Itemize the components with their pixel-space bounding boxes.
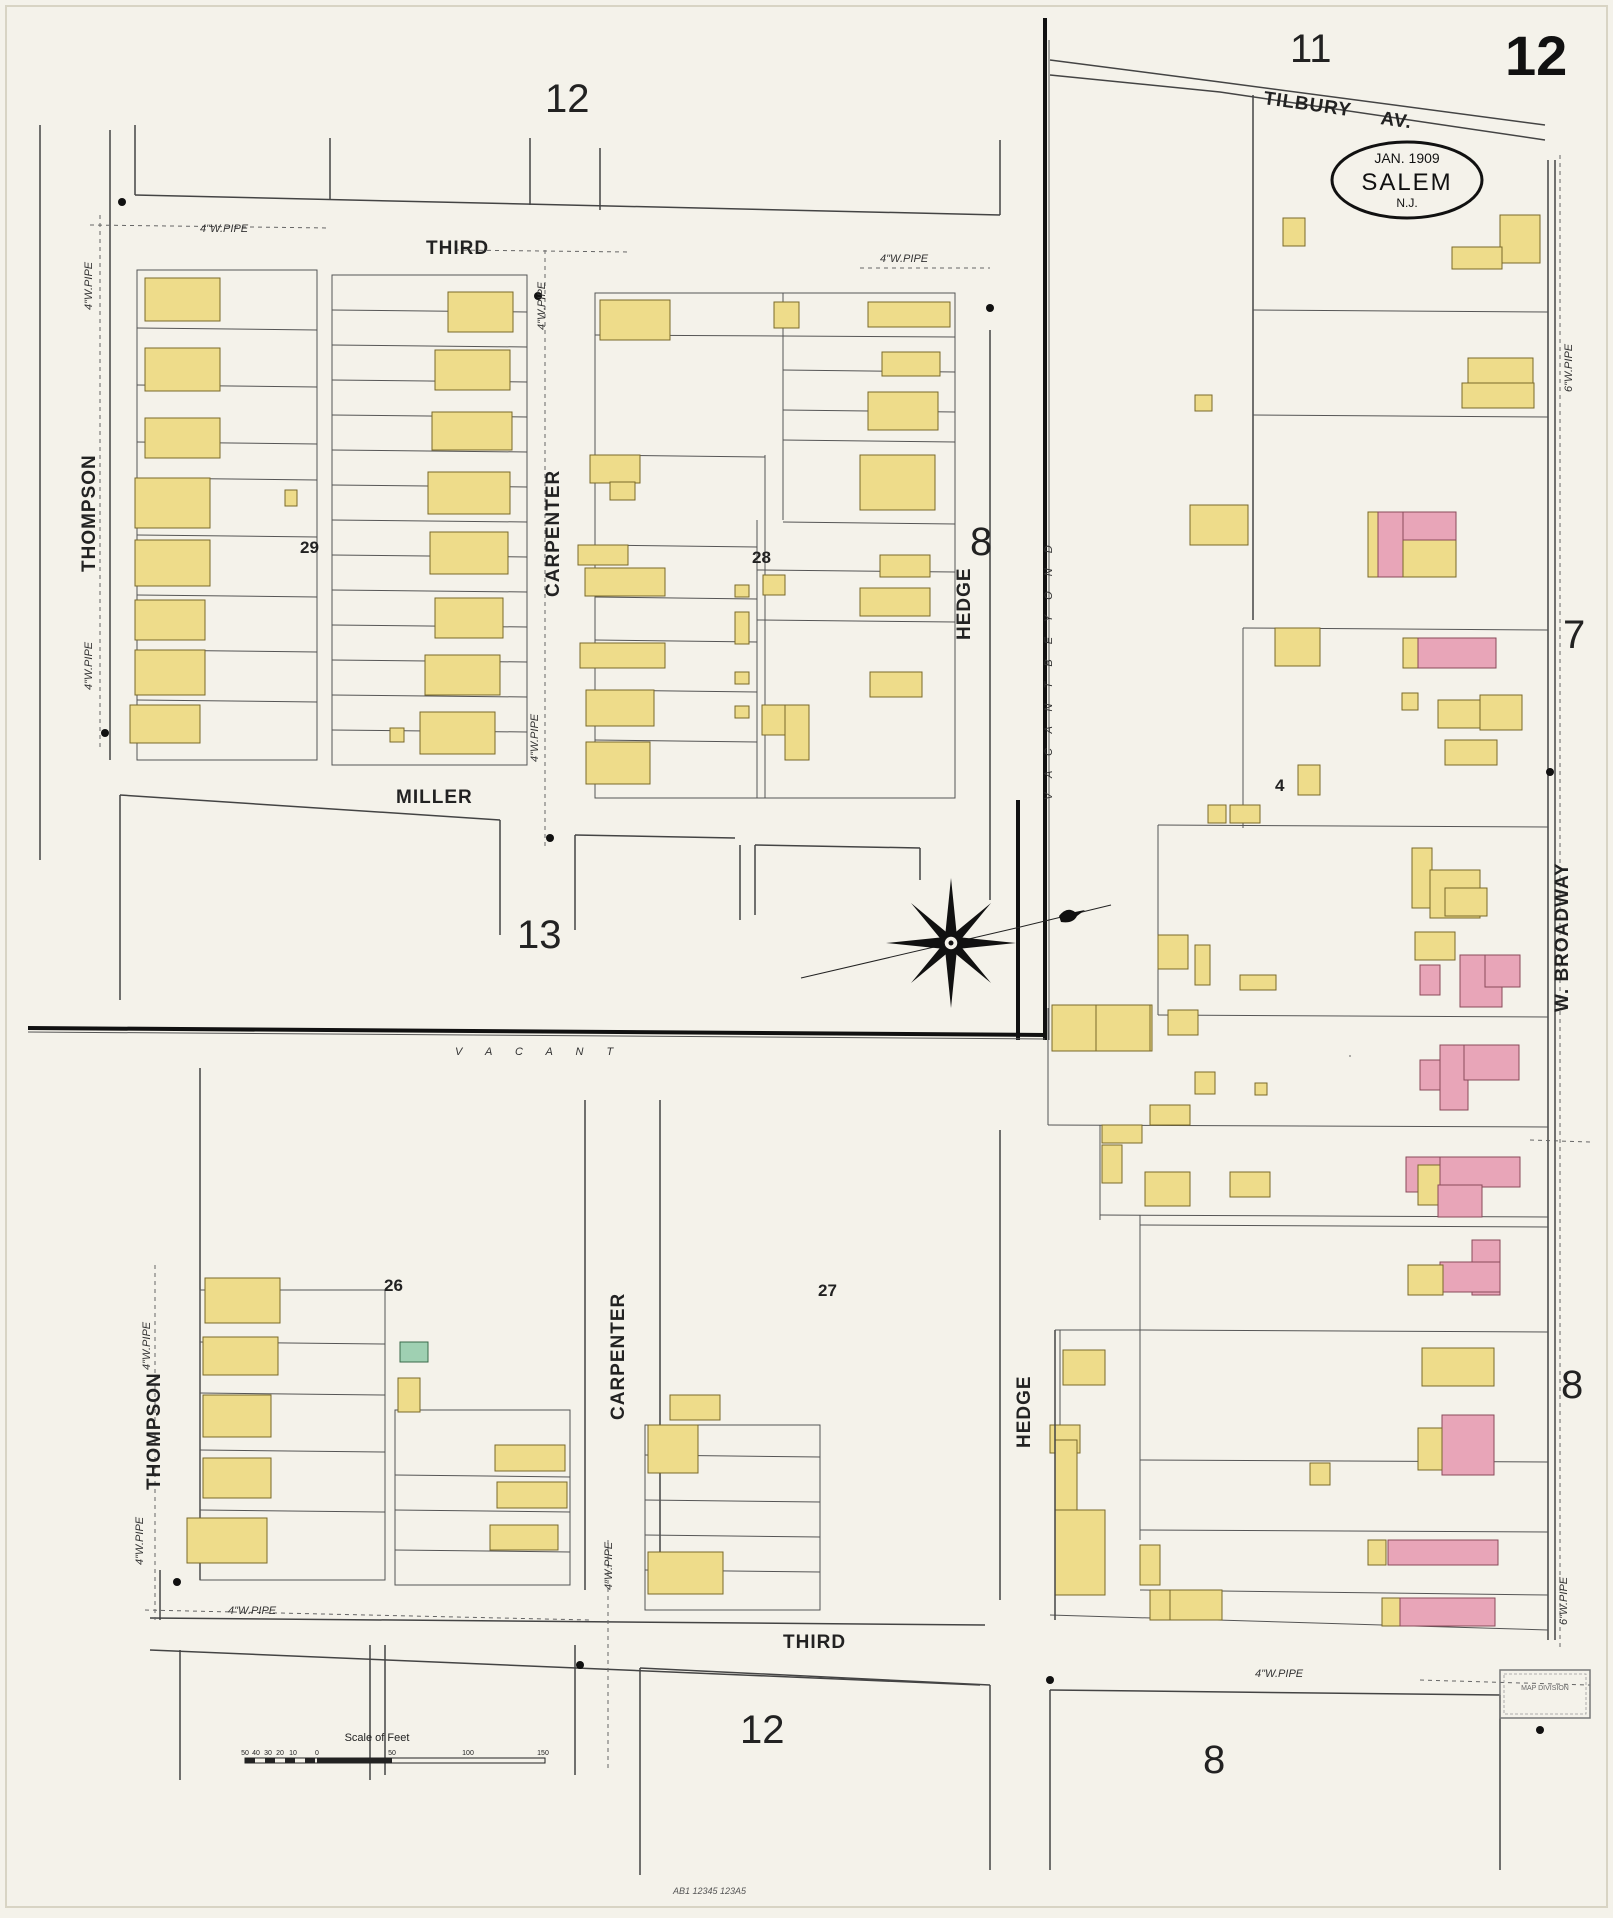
pipe-label-broadway-top: 6"W.PIPE [1563,343,1575,392]
scale-tick-label: 100 [462,1750,474,1757]
pipe-label-thompson-corner: 4"W.PIPE [134,1516,146,1565]
vacant-label-vertical: V A C A N T B E Y O N D [1043,539,1055,800]
vacant-label-horizontal: V A C A N T [455,1046,623,1058]
street-third-top: THIRD [426,238,489,259]
block-28-buildings [577,299,951,785]
lower-lots [149,1068,1501,1875]
block-number-29: 29 [300,538,319,557]
compass-rose-icon [800,878,1112,1008]
scale-tick-label: 150 [537,1750,549,1757]
stamp-text: MAP DIVISION [1521,1685,1569,1692]
street-tilbury: TILBURY [1262,88,1353,121]
footer-index: AB1 12345 123A5 [672,1886,747,1896]
legend-state: N.J. [1396,196,1417,210]
adjoining-sheet-right-lower: 8 [1561,1363,1583,1407]
pipe-label-carpenter-mid: 4"W.PIPE [529,713,541,762]
sheet-number: 12 [1505,24,1567,87]
street-hedge-bottom: HEDGE [1014,1375,1035,1448]
pipe-label-thompson-mid: 4"W.PIPE [83,641,95,690]
street-w-broadway: W. BROADWAY [1552,862,1573,1012]
adjoining-sheet-top-right: 11 [1290,27,1332,71]
lower-buildings [186,1277,724,1595]
upper-right-lots [1047,59,1556,1640]
library-stamp: MAP DIVISION [1499,1669,1591,1719]
scale-label: Scale of Feet [345,1732,410,1744]
street-hedge-top: HEDGE [954,567,975,640]
street-carpenter-bottom: CARPENTER [608,1293,629,1420]
street-carpenter-top: CARPENTER [543,470,564,597]
adjoining-sheet-top-left: 12 [545,77,590,121]
scale-tick-label: 40 [252,1750,260,1757]
pipe-label-hedge: 4"W.PIPE [880,253,929,265]
adjoining-sheet-center: 8 [970,520,992,564]
street-thompson-top: THOMPSON [79,454,100,572]
street-thompson-bottom: THOMPSON [144,1372,165,1490]
scale-tick-label: 0 [315,1750,319,1757]
adjoining-sheet-bottom-center: 12 [740,1708,785,1752]
block-29-lots [136,269,528,766]
pipe-label-thompson-top: 4"W.PIPE [83,261,95,310]
scale-tick-label: 10 [289,1750,297,1757]
street-third-bottom: THIRD [783,1632,846,1653]
street-tilbury-suffix: AV. [1379,108,1413,133]
adjoining-sheet-mid-left: 13 [517,913,562,957]
sheet-boundaries [27,18,1050,1040]
street-miller: MILLER [396,787,473,808]
paper-edge [5,5,1608,1908]
legend-cartouche: JAN. 1909 SALEM N.J. [1330,140,1484,220]
pipe-label-third: 4"W.PIPE [200,223,249,235]
pipe-label-carpenter-top: 4"W.PIPE [536,281,548,330]
scale-tick-label: 50 [241,1750,249,1757]
adjoining-sheet-bottom-right: 8 [1203,1738,1225,1782]
scale-tick-label: 50 [388,1750,396,1757]
block-number-4: 4 [1275,776,1285,795]
pipe-label-third-bottom: 4"W.PIPE [228,1605,277,1617]
block-29-buildings [129,277,514,755]
block-number-26: 26 [384,1276,403,1295]
legend-date: JAN. 1909 [1374,150,1440,166]
scale-tick-label: 20 [276,1750,284,1757]
water-pipes [89,155,1591,1770]
adjoining-sheet-right-upper: 7 [1563,613,1585,657]
upper-left-curbs [39,125,1001,1000]
block-number-28: 28 [752,548,771,567]
legend-city: SALEM [1361,169,1452,196]
pipe-label-thompson-bottom: 4"W.PIPE [141,1321,153,1370]
hydrants [101,198,1554,1734]
block-number-27: 27 [818,1281,837,1300]
pipe-label-broadway-bottom: 6"W.PIPE [1558,1576,1570,1625]
pipe-label-third-east: 4"W.PIPE [1255,1668,1304,1680]
scale-tick-label: 30 [264,1750,272,1757]
upper-right-buildings [1049,214,1541,1627]
pipe-label-carpenter-bottom: 4"W.PIPE [603,1541,615,1590]
